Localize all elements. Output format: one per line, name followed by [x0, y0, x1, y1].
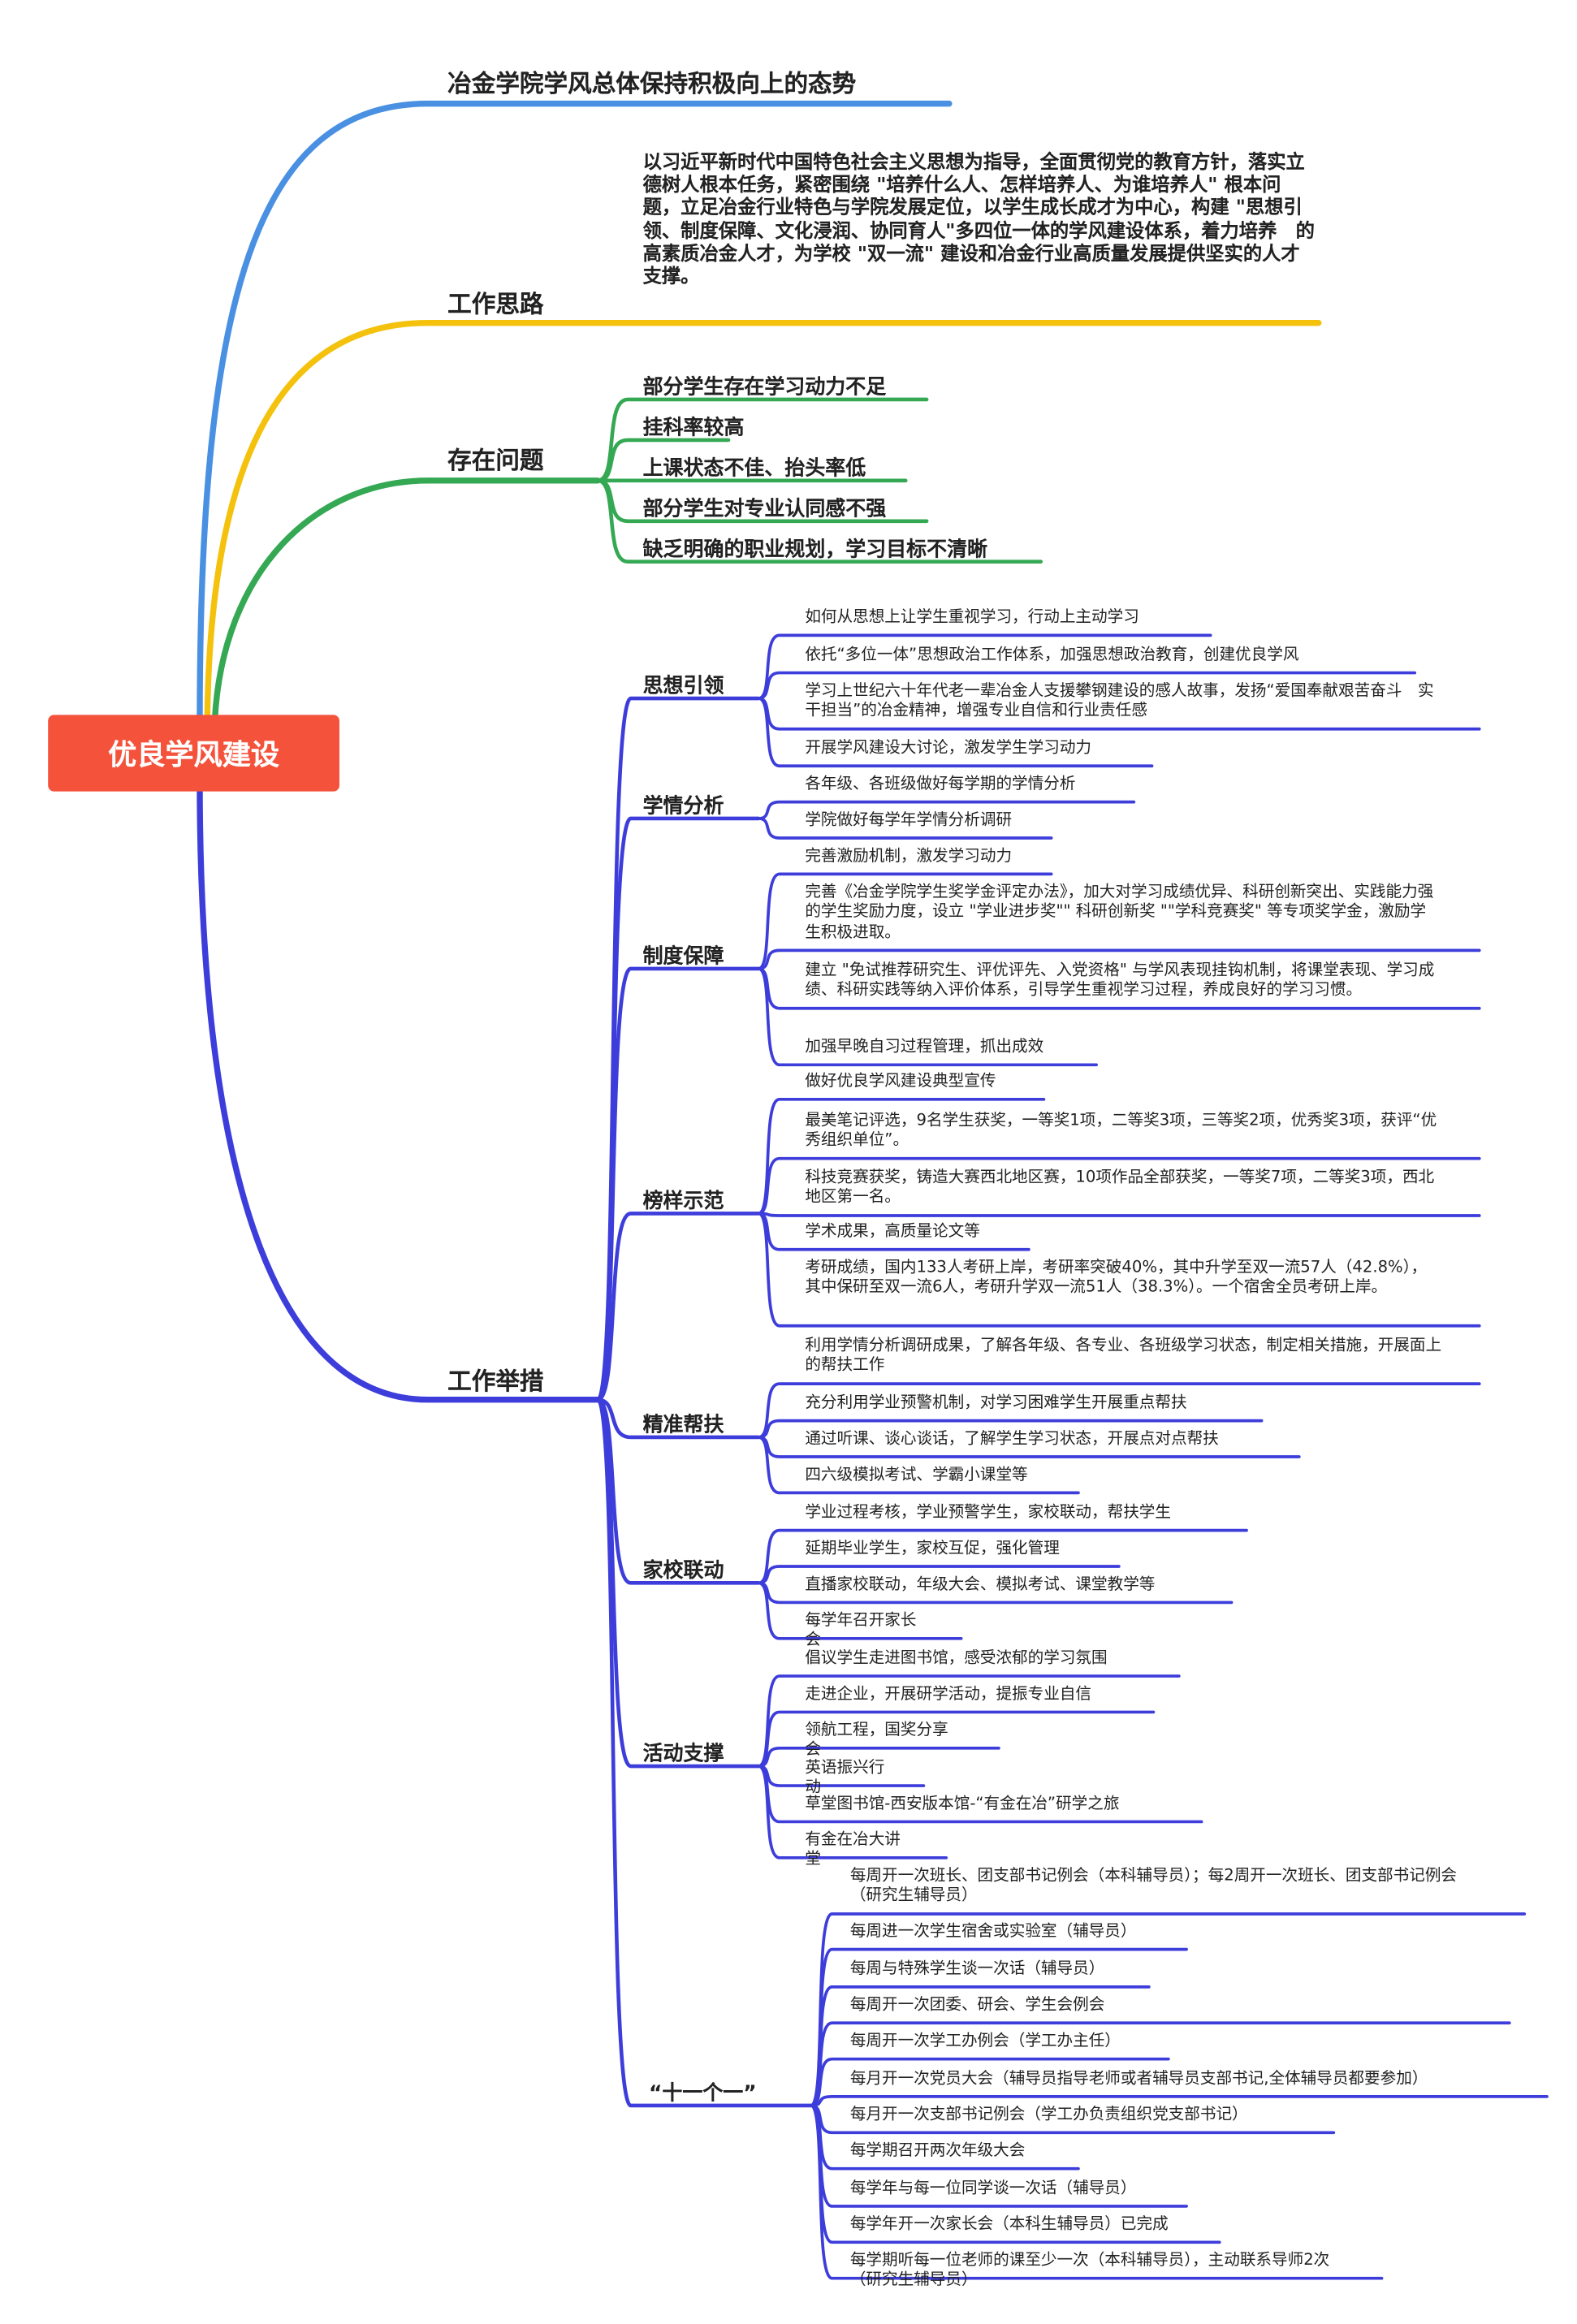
leaf-item[interactable]: 每周开一次学工办例会（学工办主任）: [849, 2032, 1121, 2050]
leaf-item[interactable]: 如何从思想上让学生重视学习，行动上主动学习: [805, 608, 1139, 627]
problem-item[interactable]: 挂科率较高: [642, 416, 745, 440]
group-3[interactable]: 制度保障: [642, 944, 724, 969]
leaf-item[interactable]: 学业过程考核，学业预警学生，家校联动，帮扶学生: [805, 1503, 1171, 1522]
leaf-item[interactable]: 每月开一次党员大会（辅导员指导老师或者辅导员支部书记,全体辅导员都要参加）: [849, 2069, 1428, 2088]
connector-group: [595, 1212, 761, 1402]
branch-thinking[interactable]: 工作思路: [447, 289, 544, 319]
branch-measures[interactable]: 工作举措: [447, 1367, 544, 1396]
connector-overall: [197, 100, 953, 724]
leaf-item[interactable]: 有金在冶大讲堂: [805, 1830, 901, 1869]
leaf-item[interactable]: 英语振兴行动: [805, 1758, 885, 1797]
leaf-item[interactable]: 延期毕业学生，家校互促，强化管理: [805, 1539, 1060, 1557]
leaf-item[interactable]: 学院做好每学年学情分析调研: [805, 810, 1013, 829]
leaf-item[interactable]: 学习上世纪六十年代老一辈冶金人支援攀钢建设的感人故事，发扬“爱国奉献艰苦奋斗 实…: [805, 681, 1434, 720]
connector-leaf: [757, 1212, 1481, 1217]
connector-leaf: [757, 1765, 948, 1860]
connector-leaf: [757, 1436, 1080, 1495]
leaf-item[interactable]: 每学期召开两次年级大会: [849, 2141, 1026, 2160]
connector-problem: [595, 478, 1043, 564]
connector-group: [595, 1397, 761, 1585]
leaf-item[interactable]: 完善《冶金学院学生奖学金评定办法》，加大对学习成绩优异、科研创新突出、实践能力强…: [805, 883, 1434, 942]
leaf-item[interactable]: 科技竞赛获奖，铸造大赛西北地区赛，10项作品全部获奖，一等奖7项，二等奖3项，西…: [805, 1168, 1435, 1207]
leaf-item[interactable]: 每周开一次班长、团支部书记例会（本科辅导员）；每2周开一次班长、团支部书记例会（…: [849, 1866, 1458, 1905]
leaf-item[interactable]: 做好优良学风建设典型宣传: [805, 1072, 996, 1091]
leaf-item[interactable]: 每周进一次学生宿舍或实验室（辅导员）: [849, 1922, 1137, 1941]
group-4[interactable]: 榜样示范: [642, 1189, 724, 1214]
problem-item[interactable]: 上课状态不佳、抬头率低: [642, 456, 866, 481]
leaf-item[interactable]: 领航工程，国奖分享会: [805, 1721, 948, 1760]
leaf-item[interactable]: 每学期听每一位老师的课至少一次（本科辅导员），主动联系导师2次（研究生辅导员）: [849, 2251, 1330, 2290]
root-node[interactable]: 优良学风建设: [48, 715, 339, 792]
leaf-item[interactable]: 四六级模拟考试、学霸小课堂等: [805, 1466, 1028, 1484]
connector-problems: [211, 477, 601, 724]
connector-group: [595, 1397, 814, 2108]
leaf-item[interactable]: 每周与特殊学生谈一次话（辅导员）: [849, 1959, 1105, 1978]
leaf-item[interactable]: 开展学风建设大讨论，激发学生学习动力: [805, 738, 1092, 758]
connector-leaf: [757, 872, 1053, 970]
connector-measures: [197, 778, 601, 1403]
thinking-text: 以习近平新时代中国特色社会主义思想为指导，全面贯彻党的教育方针，落实立德树人根本…: [642, 149, 1315, 287]
connector-leaf: [757, 817, 1053, 840]
leaf-item[interactable]: 走进企业，开展研学活动，提振专业自信: [805, 1685, 1092, 1704]
connector-leaf: [757, 1710, 1156, 1768]
leaf-item[interactable]: 草堂图书馆-西安版本馆-“有金在冶”研学之旅: [805, 1795, 1120, 1813]
leaf-item[interactable]: 倡议学生走进图书馆，感受浓郁的学习氛围: [805, 1648, 1108, 1667]
leaf-item[interactable]: 每周开一次团委、研会、学生会例会: [849, 1995, 1105, 2015]
problem-item[interactable]: 部分学生存在学习动力不足: [642, 375, 887, 400]
connector-thinking: [204, 319, 1322, 724]
group-2[interactable]: 学情分析: [642, 794, 724, 819]
leaf-item[interactable]: 最美笔记评选，9名学生获奖，一等奖1项，二等奖3项，三等奖2项，优秀奖3项，获评…: [805, 1111, 1437, 1150]
group-7[interactable]: 活动支撑: [642, 1742, 724, 1767]
connector-leaf: [757, 967, 1098, 1067]
connector-group: [595, 966, 761, 1402]
connector-group: [595, 1397, 761, 1440]
group-1[interactable]: 思想引领: [642, 674, 724, 699]
connector-leaf: [757, 671, 1417, 700]
leaf-item[interactable]: 每学年与每一位同学谈一次话（辅导员）: [849, 2179, 1137, 2197]
leaf-item[interactable]: 利用学情分析调研成果，了解各年级、各专业、各班级学习状态，制定相关措施，开展面上…: [805, 1337, 1442, 1376]
leaf-item[interactable]: 依托“多位一体”思想政治工作体系，加强思想政治教育，创建优良学风: [805, 646, 1299, 664]
leaf-item[interactable]: 加强早晚自习过程管理，抓出成效: [805, 1038, 1044, 1056]
leaf-item[interactable]: 每学年开一次家长会（本科生辅导员）已完成: [849, 2215, 1169, 2234]
leaf-item[interactable]: 直播家校联动，年级大会、模拟考试、课堂教学等: [805, 1575, 1156, 1594]
leaf-item[interactable]: 学术成果，高质量论文等: [805, 1222, 980, 1241]
leaf-item[interactable]: 各年级、各班级做好每学期的学情分析: [805, 775, 1076, 793]
leaf-item[interactable]: 每学年召开家长会: [805, 1611, 917, 1650]
connector-leaf: [809, 2095, 1549, 2107]
group-5[interactable]: 精准帮扶: [642, 1413, 724, 1437]
connector-leaf: [757, 1212, 1481, 1328]
connector-leaf: [809, 2104, 1384, 2280]
leaf-item[interactable]: 完善激励机制，激发学习动力: [805, 847, 1013, 866]
connector-leaf: [757, 697, 1154, 768]
connector-leaf: [757, 1382, 1481, 1439]
leaf-item[interactable]: 每月开一次支部书记例会（学工办负责组织党支部书记）: [849, 2105, 1248, 2124]
group-6[interactable]: 家校联动: [642, 1558, 724, 1583]
problem-item[interactable]: 缺乏明确的职业规划，学习目标不清晰: [642, 538, 988, 562]
connector-leaf: [757, 1156, 1481, 1216]
connector-leaf: [757, 948, 1481, 970]
branch-overall[interactable]: 冶金学院学风总体保持积极向上的态势: [447, 69, 857, 98]
leaf-item[interactable]: 考研成绩，国内133人考研上岸，考研率突破40%，其中升学至双一流57人（42.…: [805, 1258, 1428, 1297]
leaf-item[interactable]: 建立 "免试推荐研究生、评优评先、入党资格" 与学风表现挂钩机制，将课堂表现、学…: [805, 961, 1435, 1000]
connector-leaf: [757, 1528, 1248, 1585]
leaf-item[interactable]: 通过听课、谈心谈话，了解学生学习状态，开展点对点帮扶: [805, 1429, 1219, 1448]
group-8[interactable]: “十一个一”: [648, 2081, 757, 2106]
connector-leaf: [757, 1581, 963, 1640]
leaf-item[interactable]: 充分利用学业预警机制，对学习困难学生开展重点帮扶: [805, 1393, 1187, 1412]
branch-problems[interactable]: 存在问题: [447, 446, 544, 475]
connector-group: [595, 816, 761, 1402]
problem-item[interactable]: 部分学生对专业认同感不强: [642, 497, 887, 521]
